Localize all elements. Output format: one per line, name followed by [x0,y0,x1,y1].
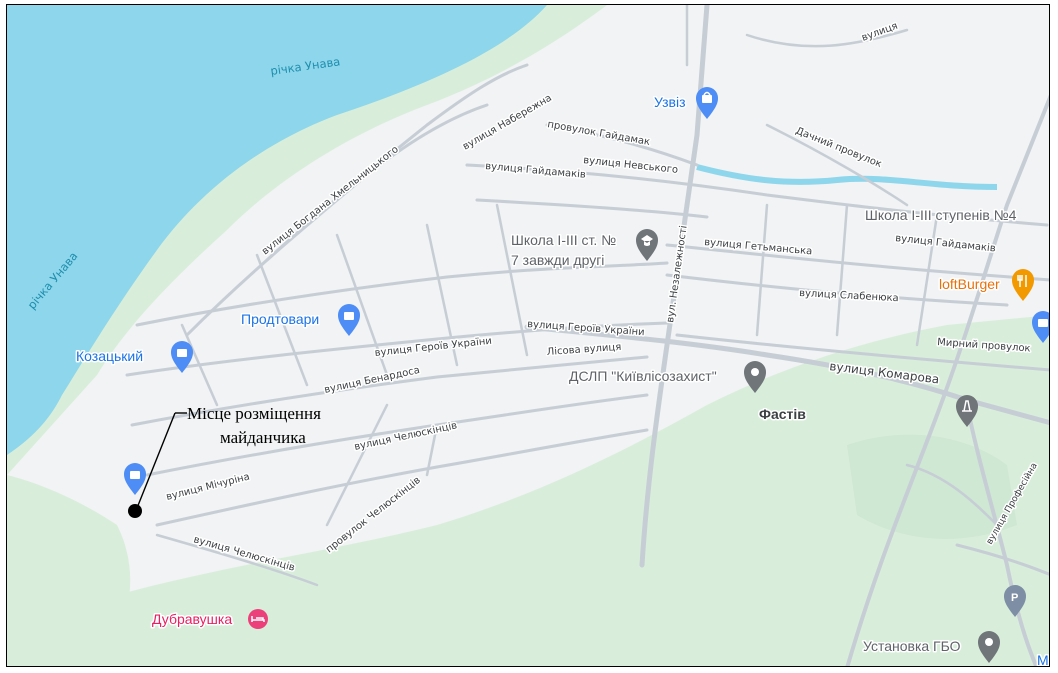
road-nezalezhnosti [639,5,710,568]
poi-label-uzviz: Узвіз [654,94,686,110]
map-pin-icon [978,631,1000,663]
forest-south [7,315,1049,666]
poi-school-4[interactable]: Школа І-ІІІ ступенів №4 [864,206,1019,225]
poi-label-kozatskyi: Козацький [76,348,143,364]
poi-school-7[interactable]: Школа І-ІІІ ст. № 7 завжди другі [510,229,658,270]
poi-hbo[interactable]: Установка ГБО [862,631,1000,663]
poi-label-dubravushka: Дубравушка [152,611,232,627]
poi-uzviz[interactable]: Узвіз [653,87,718,119]
poi-kozatskyi[interactable]: Козацький [75,341,193,373]
svg-text:P: P [1011,592,1018,604]
road-southeast [955,543,1049,576]
poi-label-dslp: ДСЛП "Київлісозахист" [569,368,717,384]
poi-monument[interactable] [956,395,978,427]
poi-produkty[interactable]: Продтовари [240,304,360,336]
river-unava [7,5,547,455]
annotation-leader-line [136,412,176,509]
poi-label-school4: Школа І-ІІІ ступенів №4 [865,207,1017,223]
main-road-komarova [524,324,1049,426]
poi-label-school7-line1: Школа І-ІІІ ст. № [511,232,616,248]
poi-shop-east[interactable] [1032,311,1050,343]
annotation-line-1: Місце розміщення [187,404,321,423]
poi-parking[interactable]: P [1004,585,1026,617]
poi-dslp[interactable]: ДСЛП "Київлісозахист" [568,361,766,393]
road-east-south [965,403,1039,666]
poi-label-produkty: Продтовари [241,311,319,327]
poi-dubravushka[interactable]: Дубравушка [151,609,268,629]
poi-label-ma: Ма [1037,652,1050,667]
street-network [125,5,1049,666]
stream-east [696,164,998,190]
poi-label-fastiv: Фастів [759,406,806,422]
poi-label-loftburger: loftBurger [939,276,1000,292]
railway [845,94,1049,666]
map-frame[interactable]: річка Унава річка Унава вулиця Богдана Х… [6,4,1050,667]
poi-label-hbo: Установка ГБО [863,638,961,654]
poi-shop-west[interactable] [124,463,146,495]
poi-fastiv[interactable]: Фастів [758,405,808,424]
forest-west [7,475,131,666]
park-east [847,434,1017,539]
bed-icon [248,609,268,629]
annotation-line-2: майданчика [220,428,306,447]
map-canvas[interactable]: річка Унава річка Унава вулиця Богдана Х… [7,5,1050,667]
site-annotation: Місце розміщення майданчика [128,404,321,518]
site-marker-dot[interactable] [128,504,142,518]
map-pin-icon [744,361,766,393]
poi-label-school7-line2: 7 завжди другі [511,252,604,268]
poi-loftburger[interactable]: loftBurger [938,269,1034,301]
parking-icon [1004,585,1026,617]
